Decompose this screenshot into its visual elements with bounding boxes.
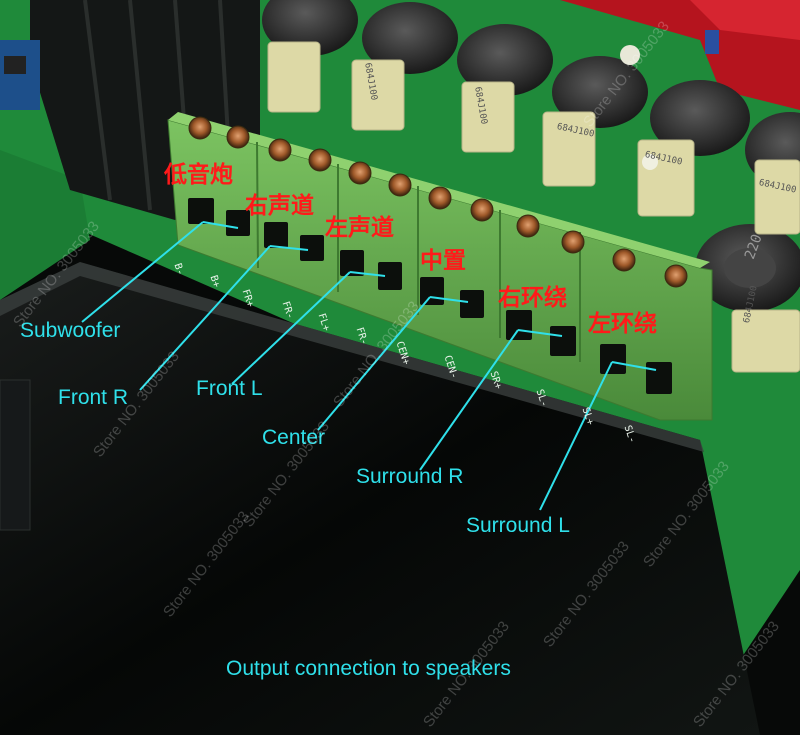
en-label-center: Center — [262, 426, 326, 449]
cn-label-surround-left: 左环绕 — [588, 311, 657, 337]
cn-label-center: 中置 — [420, 248, 466, 274]
cn-label-front-right: 右声道 — [245, 193, 314, 219]
en-label-surround-left: Surround L — [466, 514, 570, 537]
terminal-block — [167, 112, 713, 421]
en-label-surround-right: Surround R — [356, 465, 464, 488]
cn-label-surround-right: 右环绕 — [498, 285, 567, 311]
cn-label-front-left: 左声道 — [325, 215, 394, 241]
cn-label-subwoofer: 低音炮 — [164, 162, 233, 188]
en-label-front-right: Front R — [58, 386, 129, 409]
case-panel — [0, 262, 760, 735]
en-label-front-left: Front L — [196, 377, 263, 400]
caption: Output connection to speakers — [226, 657, 511, 680]
en-label-subwoofer: Subwoofer — [20, 319, 121, 342]
pointer-lines — [81, 221, 657, 511]
